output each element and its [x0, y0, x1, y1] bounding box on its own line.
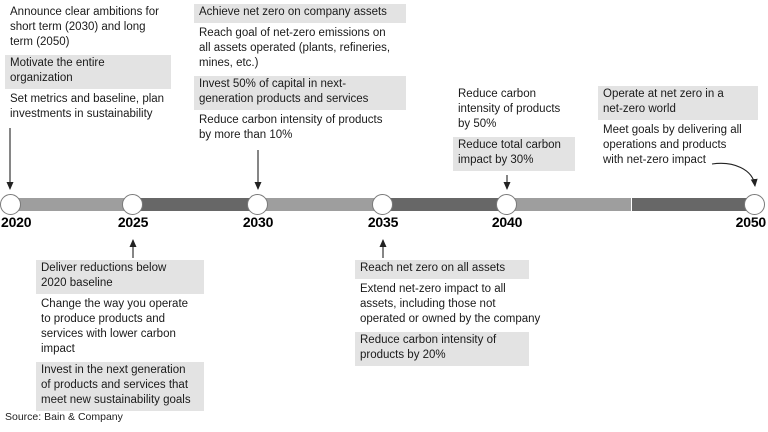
- timeline-segment-2045-2050: [632, 198, 755, 211]
- milestone-item: Change the way you operate to produce pr…: [41, 298, 189, 355]
- milestone-item-highlighted: Reduce total carbon impact by 30%: [453, 137, 575, 171]
- timeline-node-2020: [0, 194, 21, 215]
- milestone-item-highlighted: Invest 50% of capital in next- generatio…: [194, 76, 406, 110]
- milestone-item-highlighted: Invest in the next generation of product…: [36, 362, 204, 411]
- milestone-item-highlighted: Deliver reductions below 2020 baseline: [36, 260, 204, 294]
- milestone-item: Set metrics and baseline, plan investmen…: [10, 93, 165, 120]
- timeline-node-2050: [744, 194, 765, 215]
- year-label-2035: 2035: [367, 214, 399, 230]
- timeline-segment-2025-2030: [133, 198, 258, 211]
- year-label-2025: 2025: [117, 214, 149, 230]
- milestone-item-highlighted: Achieve net zero on company assets: [194, 4, 406, 23]
- milestone-item: Announce clear ambitions for short term …: [10, 6, 159, 48]
- milestone-block-2040: Reduce carbon intensity of products by 5…: [453, 86, 575, 173]
- milestone-block-2025: Deliver reductions below 2020 baseline C…: [36, 260, 204, 413]
- year-label-2030: 2030: [242, 214, 274, 230]
- source-attribution: Source: Bain & Company: [5, 411, 123, 423]
- milestone-item-highlighted: Motivate the entire organization: [5, 55, 171, 89]
- milestone-item-highlighted: Reach net zero on all assets: [355, 260, 529, 279]
- milestone-item: Extend net-zero impact to all assets, in…: [360, 283, 541, 325]
- timeline-segment-2020-2025: [11, 198, 133, 211]
- milestone-block-2020: Announce clear ambitions for short term …: [5, 4, 171, 127]
- milestone-item-highlighted: Reduce carbon intensity of products by 2…: [355, 332, 529, 366]
- year-label-2020: 2020: [1, 214, 32, 230]
- milestone-item-highlighted: Operate at net zero in a net-zero world: [598, 86, 758, 120]
- milestone-item: Reach goal of net-zero emissions on all …: [199, 27, 391, 69]
- timeline-node-2025: [122, 194, 143, 215]
- timeline-node-2035: [372, 194, 393, 215]
- timeline-node-2040: [496, 194, 517, 215]
- milestone-item: Reduce carbon intensity of products by 5…: [458, 88, 561, 130]
- milestone-item: Meet goals by delivering all operations …: [603, 124, 742, 166]
- milestone-block-2050: Operate at net zero in a net-zero world …: [598, 86, 758, 173]
- milestone-item: Reduce carbon intensity of products by m…: [199, 114, 383, 141]
- timeline-segment-2040-2045: [507, 198, 631, 211]
- milestone-block-2030: Achieve net zero on company assets Reach…: [194, 4, 406, 148]
- year-label-2040: 2040: [491, 214, 523, 230]
- timeline-segment-2035-2040: [383, 198, 507, 211]
- timeline-segment-2030-2035: [258, 198, 383, 211]
- year-label-2050: 2050: [735, 214, 767, 230]
- milestone-block-2035: Reach net zero on all assets Extend net-…: [355, 260, 541, 368]
- timeline-node-2030: [247, 194, 268, 215]
